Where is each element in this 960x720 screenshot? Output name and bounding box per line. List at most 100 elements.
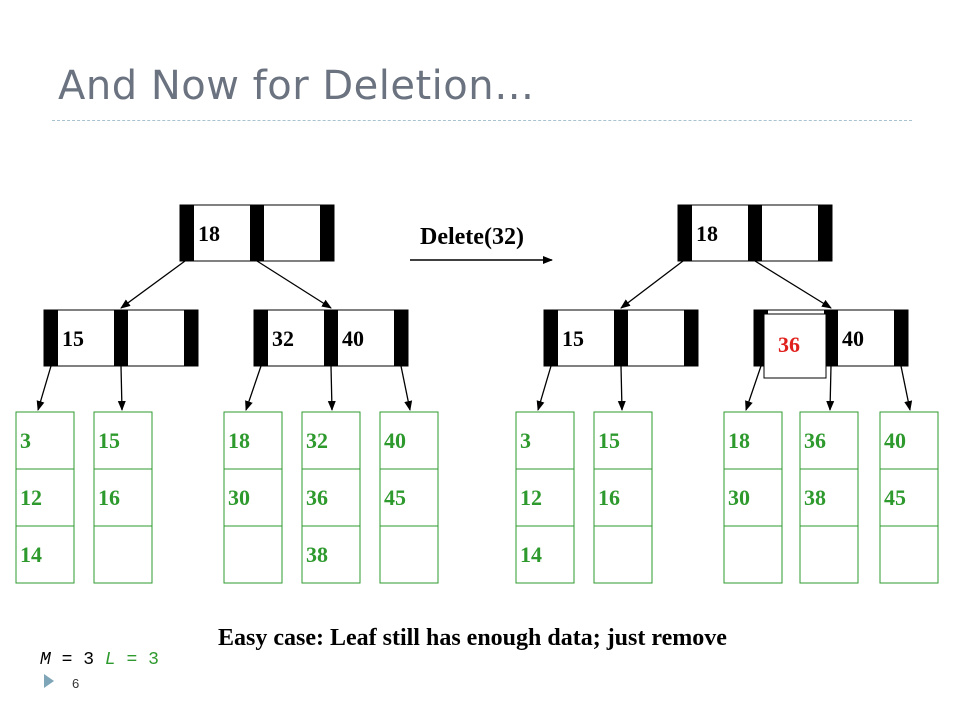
tree-before-root-arrow [120,260,186,309]
tree-before-leaf-slot [223,468,283,527]
tree-before-leaf-value: 3 [20,428,31,453]
tree-after-leaf-arrow [826,365,835,411]
tree-before-root-node-pointer-bar [320,205,334,261]
tree-after-leaf-slot [799,525,859,584]
tree-after-internal-node-pointer-bar [684,310,698,366]
operation-label: Delete(32) [420,224,524,250]
tree-before-leaf-value: 16 [98,485,120,510]
tree-before-internal-node-key: 40 [342,326,364,351]
tree-after-leaf-value: 38 [804,485,826,510]
tree-before-root-arrow [256,260,332,309]
tree-after-leaf-value: 18 [728,428,750,453]
slide-title: And Now for Deletion… [58,63,535,109]
tree-after-internal-node-key: 40 [842,326,864,351]
page-number: 6 [72,676,80,691]
tree-after-internal-node-pointer-bar [894,310,908,366]
tree-after-leaf-arrow [745,365,762,411]
tree-before-leaf-value: 14 [20,542,42,567]
tree-before-leaf-value: 40 [384,428,406,453]
tree-before-internal-node-pointer-bar [44,310,58,366]
tree-after-leaf-value: 15 [598,428,620,453]
tree-after-root-arrow [754,260,832,309]
tree-after-leaf-value: 40 [884,428,906,453]
tree-after-leaf-value: 14 [520,542,542,567]
tree-before-leaf-value: 30 [228,485,250,510]
tree-after-leaf-slot [723,411,783,470]
tree-after-internal-node-key: 15 [562,326,584,351]
tree-before-leaf-slot [301,468,361,527]
tree-after-leaf-value: 45 [884,485,906,510]
tree-before-leaf-value: 36 [306,485,328,510]
tree-after-leaf-arrow [900,365,913,411]
tree-before-internal-node-pointer-bar [184,310,198,366]
tree-after-leaf-value: 16 [598,485,620,510]
tree-after-internal-node-highlight-box [763,313,827,379]
tree-after-internal-node-pointer-bar [824,310,838,366]
tree-after-root-node-pointer-bar [748,205,762,261]
tree-after-root-node-pointer-bar [678,205,692,261]
tree-before-leaf-slot [379,411,439,470]
tree-after-root-arrow [620,260,684,309]
tree-before-leaf-slot [301,525,361,584]
tree-after-leaf-slot [879,411,939,470]
tree-before-internal-node-key: 32 [272,326,294,351]
footer-bullet-icon [44,674,54,688]
tree-before-root-node-key: 18 [198,221,220,246]
tree-before-leaf-slot [15,525,75,584]
tree-after-internal-node-pointer-bar [544,310,558,366]
tree-before-leaf-arrow [117,365,126,411]
tree-after-leaf-slot [723,525,783,584]
tree-after-leaf-value: 3 [520,428,531,453]
param-l-value: 3 [148,650,159,670]
tree-after-leaf-slot [593,525,653,584]
tree-after-root-node-pointer-bar [818,205,832,261]
param-l-label: L [104,650,116,670]
tree-before-leaf-arrow [36,365,52,411]
tree-before-leaf-slot [15,411,75,470]
tree-after-root-node-key: 18 [696,221,718,246]
title-divider [52,120,912,121]
tree-before-internal-node-pointer-bar [394,310,408,366]
tree-before-leaf-arrow [400,365,413,411]
tree-after-leaf-slot [799,468,859,527]
tree-after-internal-node-pointer-bar [614,310,628,366]
tree-after-leaf-value: 12 [520,485,542,510]
param-m-value: 3 [83,650,95,670]
tree-before-leaf-slot [223,525,283,584]
param-m-eq: = [61,650,73,670]
tree-before-root-node-pointer-bar [180,205,194,261]
tree-before-leaf-value: 18 [228,428,250,453]
tree-before-leaf-value: 15 [98,428,120,453]
tree-before-internal-node-pointer-bar [114,310,128,366]
tree-before-leaf-slot [15,468,75,527]
tree-after-leaf-arrow [617,365,626,411]
tree-before-leaf-value: 32 [306,428,328,453]
tree-before-internal-node-pointer-bar [324,310,338,366]
tree-parameters: M = 3 L = 3 [40,650,159,670]
tree-before-internal-node-pointer-bar [254,310,268,366]
tree-after-leaf-slot [515,525,575,584]
param-m-label: M [40,650,51,670]
tree-before-root-node-pointer-bar [250,205,264,261]
tree-after-leaf-value: 30 [728,485,750,510]
tree-before-leaf-value: 12 [20,485,42,510]
tree-after-leaf-slot [879,468,939,527]
tree-before-leaf-value: 38 [306,542,328,567]
tree-before-leaf-arrow [245,365,262,411]
param-l-eq: = [126,650,138,670]
tree-after-leaf-slot [515,411,575,470]
tree-before-leaf-slot [301,411,361,470]
tree-before-leaf-slot [223,411,283,470]
tree-before-leaf-arrow [327,365,336,411]
tree-after-leaf-slot [879,525,939,584]
tree-before-leaf-value: 45 [384,485,406,510]
tree-after-leaf-value: 36 [804,428,826,453]
tree-after-leaf-arrow [536,365,552,411]
tree-after-leaf-slot [593,468,653,527]
caption-text: Easy case: Leaf still has enough data; j… [218,625,727,651]
tree-before-leaf-slot [93,525,153,584]
tree-after-leaf-slot [515,468,575,527]
tree-before-leaf-slot [379,525,439,584]
tree-after-internal-node-key: 36 [778,332,800,357]
